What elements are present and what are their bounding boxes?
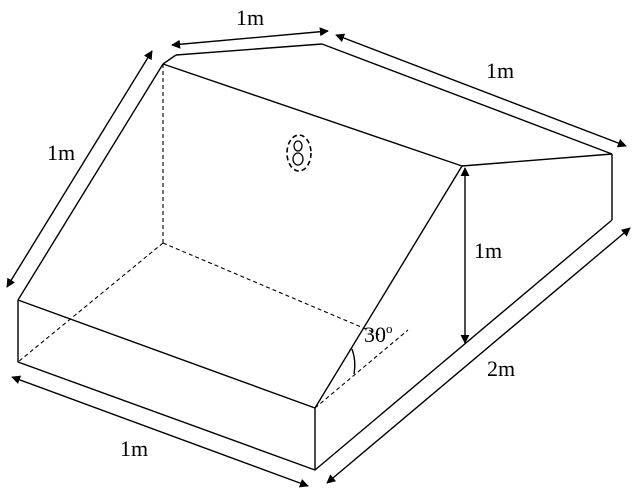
angle-reference-line [314, 329, 409, 409]
label-bottom-length: 2m [487, 356, 515, 381]
hidden-floor-edge [162, 242, 381, 336]
bottom-right-edge [314, 219, 613, 471]
dim-arrow-top-short [171, 27, 329, 49]
hidden-edges [17, 64, 409, 409]
top-back-edge [175, 43, 323, 56]
angle-value: 30 [364, 322, 386, 347]
angle-degree-mark: o [386, 321, 393, 336]
roof-right-edge [321, 43, 613, 155]
ridge-long-edge [162, 63, 463, 167]
left-slant-edge [17, 63, 164, 301]
label-left-slant: 1m [47, 140, 75, 165]
solid-edges [17, 43, 613, 471]
slope-edge [314, 165, 463, 409]
dimension-arrows [6, 27, 631, 488]
person-symbol-icon [286, 134, 312, 172]
dim-arrow-top-long [335, 33, 627, 148]
dim-arrow-front-width [11, 375, 309, 488]
label-top-short: 1m [236, 5, 264, 30]
dim-arrow-left-slant [6, 50, 153, 288]
top-front-edge [162, 54, 177, 65]
angle-arc [351, 348, 356, 375]
ridge-back-edge [461, 153, 613, 167]
dim-arrow-bottom-length [326, 227, 631, 484]
label-top-long: 1m [486, 58, 514, 83]
label-height: 1m [474, 238, 502, 263]
label-angle: 30o [364, 321, 393, 347]
label-front-width: 1m [120, 436, 148, 461]
